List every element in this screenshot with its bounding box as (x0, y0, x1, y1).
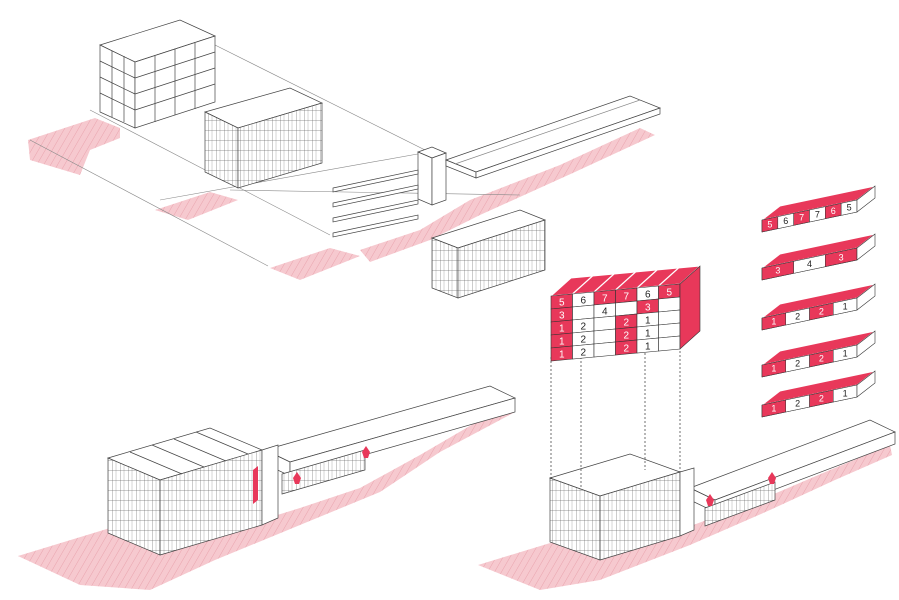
structural-frame (99, 19, 216, 129)
unit-label: 7 (623, 292, 629, 303)
projection-lines (550, 335, 681, 488)
ramp-structure-left (264, 385, 516, 495)
guide-lines (29, 39, 521, 267)
unit-level-label: 2 (819, 354, 824, 364)
unit-level-side (856, 330, 876, 358)
unit-stack-top-divider (658, 267, 679, 287)
unit-stack-top-divider (636, 269, 658, 289)
unit-label: 1 (645, 329, 651, 340)
unit-level-label: 1 (771, 317, 776, 327)
unit-label: 2 (623, 318, 629, 329)
unit-label: 1 (559, 324, 565, 335)
unit-level-label: 2 (819, 394, 824, 404)
unit-label: 2 (623, 331, 629, 342)
unit-level-label: 3 (839, 252, 844, 262)
assembled-building-right (478, 335, 896, 590)
unit-cell (593, 341, 616, 358)
unit-cell (658, 335, 681, 352)
unit-level-label: 1 (843, 389, 848, 399)
figure-marker-left-2 (293, 472, 301, 484)
assembled-building-left (18, 385, 516, 590)
unit-level-label: 6 (831, 206, 836, 216)
building-block-left (106, 427, 279, 556)
unit-level-label: 2 (819, 307, 824, 317)
unit-label: 5 (666, 288, 672, 299)
unit-label: 5 (559, 298, 565, 309)
unit-level-label: 5 (767, 219, 772, 229)
building-block-right (548, 453, 695, 561)
unit-cell (658, 322, 681, 339)
unit-stack-exploded: 5 6 7 7 6 5 3 4 3 1 2 2 1 1 2 2 1 1 2 2 1 (761, 185, 876, 418)
unit-cell (658, 296, 681, 313)
figure-marker-right-2 (706, 494, 714, 506)
unit-cell (593, 315, 616, 332)
unit-level-label: 4 (807, 259, 812, 269)
unit-cell (572, 304, 595, 321)
ramp-structure-right (689, 419, 896, 527)
figure-marker-left-1 (362, 446, 370, 458)
unit-level-label: 3 (775, 266, 780, 276)
unit-level-label: 1 (771, 364, 776, 374)
unit-label: 6 (580, 296, 586, 307)
unit-stack-level: 1 2 2 1 (761, 330, 876, 378)
ground-patch-3 (270, 248, 360, 280)
unit-stack-level: 1 2 2 1 (761, 283, 876, 331)
unit-label: 7 (602, 294, 608, 305)
unit-level-side (856, 283, 876, 311)
exploded-site-diagram (28, 19, 661, 299)
unit-level-label: 2 (795, 399, 800, 409)
unit-label: 1 (645, 342, 651, 353)
facade-block (204, 87, 323, 189)
unit-label: 2 (623, 344, 629, 355)
annex-block (430, 209, 547, 299)
unit-label: 3 (645, 303, 651, 314)
unit-cell (658, 309, 681, 326)
unit-stack-level: 1 2 2 1 (761, 370, 876, 418)
unit-level-label: 7 (799, 213, 804, 223)
unit-level-side (856, 370, 876, 398)
floor-slabs (332, 169, 419, 238)
unit-label: 3 (559, 311, 565, 322)
unit-stack-level: 5 6 7 7 6 5 (761, 185, 876, 233)
unit-label: 6 (645, 290, 651, 301)
unit-stack-top-divider (572, 275, 593, 295)
unit-level-label: 6 (783, 216, 788, 226)
unit-stack-top-divider (593, 273, 615, 293)
unit-level-label: 1 (843, 349, 848, 359)
unit-level-label: 5 (847, 203, 852, 213)
unit-level-label: 2 (795, 312, 800, 322)
unit-stack-assembled: 5 6 7 7 6 5 3 4 3 1 2 2 1 1 2 2 1 1 2 2 1 (549, 265, 702, 362)
unit-label: 2 (580, 335, 586, 346)
unit-label: 2 (580, 322, 586, 333)
unit-cell (615, 300, 638, 317)
stair-accent-left (253, 466, 258, 504)
unit-level-label: 7 (815, 209, 820, 219)
unit-cell (593, 328, 616, 345)
unit-label: 1 (559, 337, 565, 348)
figure-marker-right-1 (768, 472, 776, 484)
unit-stack-top-divider (615, 271, 636, 291)
unit-level-label: 1 (771, 404, 776, 414)
unit-stack-side-face (679, 265, 701, 350)
unit-level-side (856, 233, 876, 261)
unit-level-label: 1 (843, 302, 848, 312)
stair-core (417, 146, 447, 206)
unit-label: 1 (645, 316, 651, 327)
unit-label: 1 (559, 350, 565, 361)
unit-label: 2 (580, 348, 586, 359)
ground-patch-1 (28, 118, 120, 175)
unit-level-side (856, 185, 876, 213)
ground-patch-2 (155, 192, 238, 220)
unit-level-label: 2 (795, 359, 800, 369)
unit-stack-level: 3 4 3 (761, 233, 876, 281)
unit-label: 4 (602, 307, 608, 318)
ground-plane-right (478, 445, 892, 590)
bridge-deck (445, 95, 661, 179)
